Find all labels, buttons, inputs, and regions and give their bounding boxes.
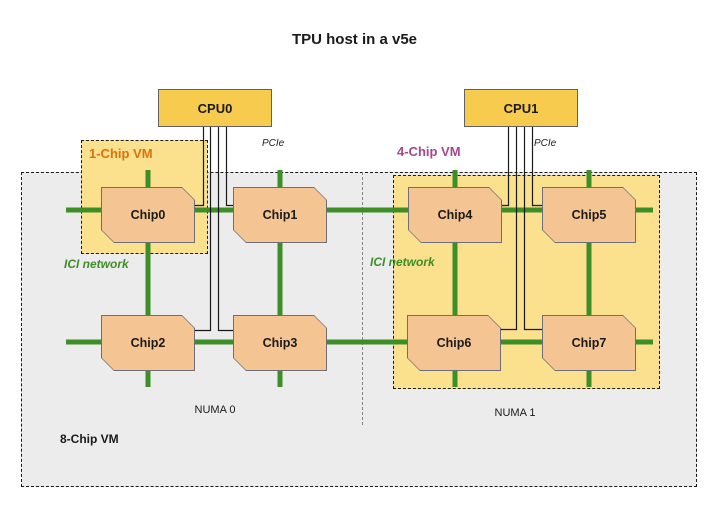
chip-body <box>409 188 501 242</box>
eight-chip-vm-label: 8-Chip VM <box>60 432 119 446</box>
chip-body <box>543 316 635 370</box>
chip6-node: Chip6 <box>407 315 501 371</box>
chip-body <box>543 188 635 242</box>
cpu0-box: CPU0 <box>158 89 272 127</box>
numa-divider-line <box>362 172 363 425</box>
chip-label: Chip5 <box>571 208 607 222</box>
chip-label: Chip7 <box>571 336 607 350</box>
ici-network-label-left: ICI network <box>64 257 129 271</box>
chip-body <box>234 316 326 370</box>
ici-network-label-right: ICI network <box>370 255 435 269</box>
chip-label: Chip0 <box>130 208 166 222</box>
chip-label: Chip6 <box>436 336 472 350</box>
pcie-label-right: PCIe <box>534 138 557 149</box>
chip-label: Chip3 <box>262 336 298 350</box>
chip0-node: Chip0 <box>101 187 195 243</box>
cpu1-box: CPU1 <box>464 89 578 127</box>
chip-body <box>102 316 194 370</box>
chip-label: Chip4 <box>437 208 473 222</box>
diagram-title: TPU host in a v5e <box>291 31 418 48</box>
chip-body <box>234 188 326 242</box>
chip3-node: Chip3 <box>233 315 327 371</box>
numa1-label: NUMA 1 <box>494 407 536 419</box>
four-chip-vm-label: 4-Chip VM <box>397 144 461 159</box>
numa0-label: NUMA 0 <box>194 404 236 416</box>
chip-body <box>408 316 500 370</box>
one-chip-vm-label: 1-Chip VM <box>89 146 153 161</box>
chip-body <box>102 188 194 242</box>
chip4-node: Chip4 <box>408 187 502 243</box>
chip2-node: Chip2 <box>101 315 195 371</box>
chip-label: Chip1 <box>262 208 298 222</box>
chip5-node: Chip5 <box>542 187 636 243</box>
chip-label: Chip2 <box>130 336 166 350</box>
chip1-node: Chip1 <box>233 187 327 243</box>
chip7-node: Chip7 <box>542 315 636 371</box>
pcie-label-left: PCIe <box>262 138 285 149</box>
